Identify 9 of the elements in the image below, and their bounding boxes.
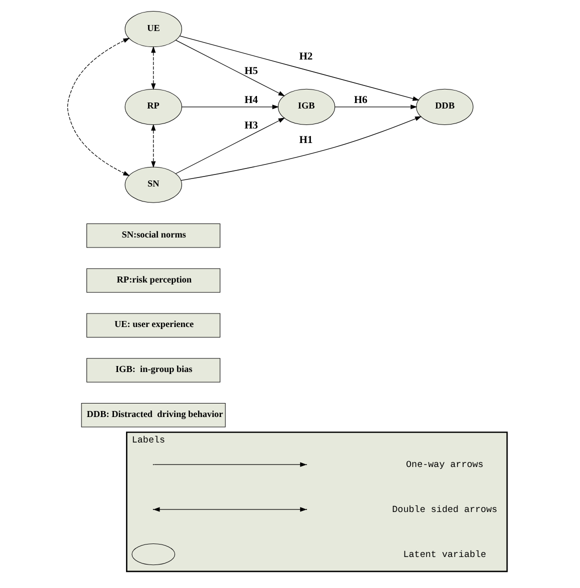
legend-label: Double sided arrows bbox=[392, 504, 498, 515]
edge-label: H4 bbox=[244, 94, 258, 106]
edge-label: H1 bbox=[299, 135, 313, 146]
legend-label: Latent variable bbox=[403, 548, 486, 560]
edge-label: H6 bbox=[354, 94, 368, 106]
edge-label: H5 bbox=[244, 66, 258, 77]
edge-label: H3 bbox=[244, 120, 258, 132]
edge-label: H2 bbox=[299, 51, 313, 62]
legend-label: One-way arrows bbox=[406, 459, 484, 470]
